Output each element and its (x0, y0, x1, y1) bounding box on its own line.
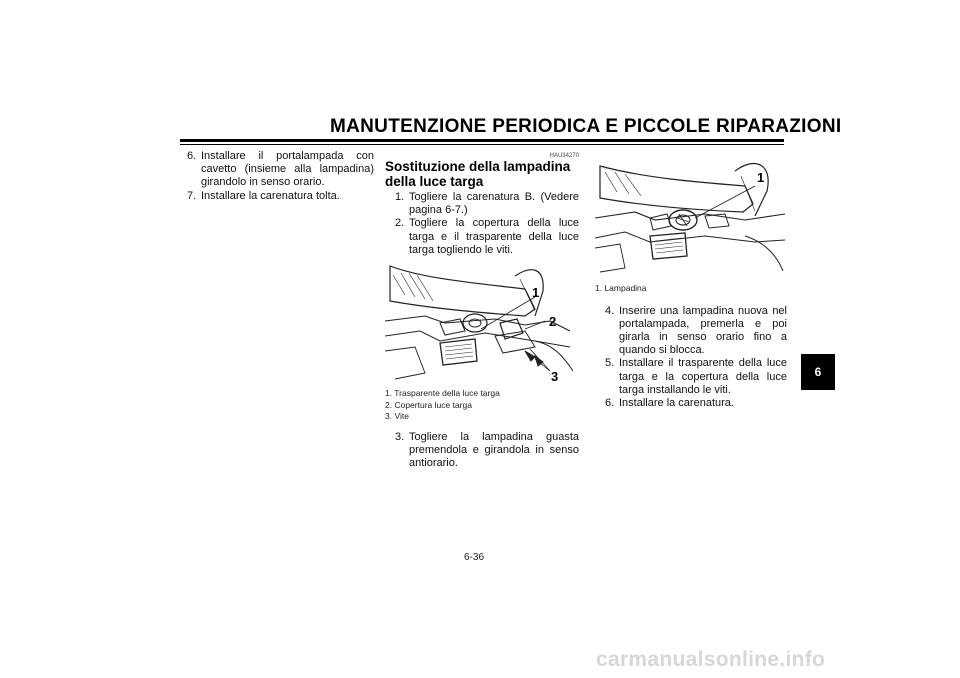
page-number: 6-36 (464, 552, 485, 563)
column-2: HAU34270 Sostituzione della lampadina de… (385, 150, 579, 470)
step-item: 6.Installare la carenatura. (605, 396, 734, 409)
step-item: 4.Inserire una lampadina nuova nel porta… (605, 304, 787, 357)
column-3: 1 1. Lampadina 4.Inserire una lampadina … (595, 150, 787, 410)
figure-license-light-cover: 1 2 3 (385, 261, 579, 387)
caption: 3. Vite (385, 411, 409, 422)
figure-captions: 1. Trasparente della luce targa 2. Coper… (385, 388, 579, 423)
caption: 1. Trasparente della luce targa (385, 388, 500, 399)
header-rule-thin (180, 144, 784, 145)
page-header-title: MANUTENZIONE PERIODICA E PICCOLE RIPARAZ… (330, 116, 842, 137)
caption: 1. Lampadina (595, 283, 647, 293)
step-item: 7.Installare la carenatura tolta. (187, 189, 340, 202)
section-code: HAU34270 (549, 153, 579, 159)
steps-list: 3.Togliere la lampadina guasta premendol… (385, 431, 579, 471)
caption: 2. Copertura luce targa (385, 399, 472, 410)
callout-1: 1 (757, 170, 764, 185)
steps-list: 4.Inserire una lampadina nuova nel porta… (595, 305, 787, 411)
bulb-illustration: 1 (595, 162, 785, 273)
steps-list: 1.Togliere la carenatura B. (Vedere pagi… (385, 191, 579, 257)
figure-bulb: 1 (595, 156, 787, 281)
callout-1: 1 (532, 285, 539, 300)
step-item: 5.Installare il trasparente della luce t… (605, 357, 787, 396)
step-item: 3.Togliere la lampadina guasta premendol… (395, 430, 579, 469)
step-item: 6.Installare il portalampada con cavetto… (187, 150, 374, 189)
watermark: carmanualsonline.info (596, 648, 826, 671)
figure-captions: 1. Lampadina (595, 283, 787, 295)
column-1: 6.Installare il portalampada con cavetto… (177, 150, 374, 203)
callout-3: 3 (551, 369, 558, 384)
chapter-tab: 6 (801, 354, 835, 390)
section-title: Sostituzione della lampadina della luce … (385, 159, 571, 189)
callout-2: 2 (549, 314, 556, 329)
steps-list: 6.Installare il portalampada con cavetto… (177, 150, 374, 203)
step-item: 2.Togliere la copertura della luce targa… (395, 217, 579, 256)
header-rule-thick (180, 139, 784, 142)
step-item: 1.Togliere la carenatura B. (Vedere pagi… (395, 191, 579, 217)
license-light-illustration: 1 2 3 (385, 265, 574, 384)
